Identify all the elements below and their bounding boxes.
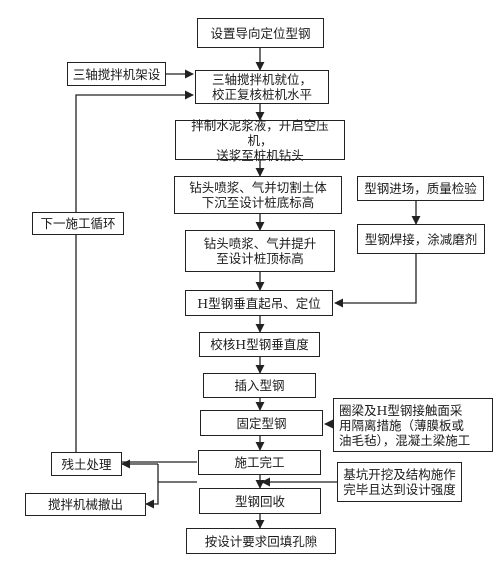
strength-condition-note: 基坑开挖及结构施作 完毕且达到设计强度: [337, 462, 462, 502]
step-construction-complete: 施工完工: [198, 450, 321, 475]
arrow-to-machine: [145, 482, 159, 509]
setup-mixer-box: 三轴搅拌机架设: [67, 62, 166, 86]
step-drill-lift: 钻头喷浆、气并提升 至设计桩顶标高: [185, 230, 335, 272]
next-cycle-box: 下一施工循环: [32, 212, 124, 235]
step-drill-down: 钻头喷浆、气并切割土体 下沉至设计桩底标高: [174, 176, 342, 214]
step-mix-cement-slurry: 拌制水泥浆液，开启空压机， 送浆至桩机钻头: [175, 118, 345, 163]
steel-welding-box: 型钢焊接，涂减磨剂: [357, 224, 485, 254]
loop-to-step2: [75, 90, 194, 212]
arrow-weld-hoist: [334, 254, 417, 308]
steel-inspection-box: 型钢进场，质量检验: [357, 176, 484, 201]
isolation-measure-note: 圈梁及H型钢接触面采 用隔离措施（薄膜板或 油毛毡），混凝土梁施工: [333, 398, 493, 452]
step-fix-steel: 固定型钢: [200, 410, 323, 436]
step-hoist-h-steel: H型钢垂直起吊、定位: [185, 290, 333, 316]
machine-withdrawal-box: 搅拌机械撤出: [25, 493, 146, 516]
step-insert-steel: 插入型钢: [203, 373, 316, 398]
step-set-guide-steel: 设置导向定位型钢: [197, 18, 324, 48]
soil-disposal-box: 残土处理: [51, 452, 122, 476]
step-steel-recovery: 型钢回收: [199, 488, 321, 514]
step-backfill: 按设计要求回填孔隙: [186, 528, 336, 554]
branch-to-cleanup: [157, 464, 197, 483]
step-check-verticality: 校核H型钢垂直度: [199, 332, 320, 357]
step-position-mixer: 三轴搅拌机就位， 校正复核桩机水平: [195, 70, 329, 104]
loop-from-complete: [75, 235, 197, 463]
